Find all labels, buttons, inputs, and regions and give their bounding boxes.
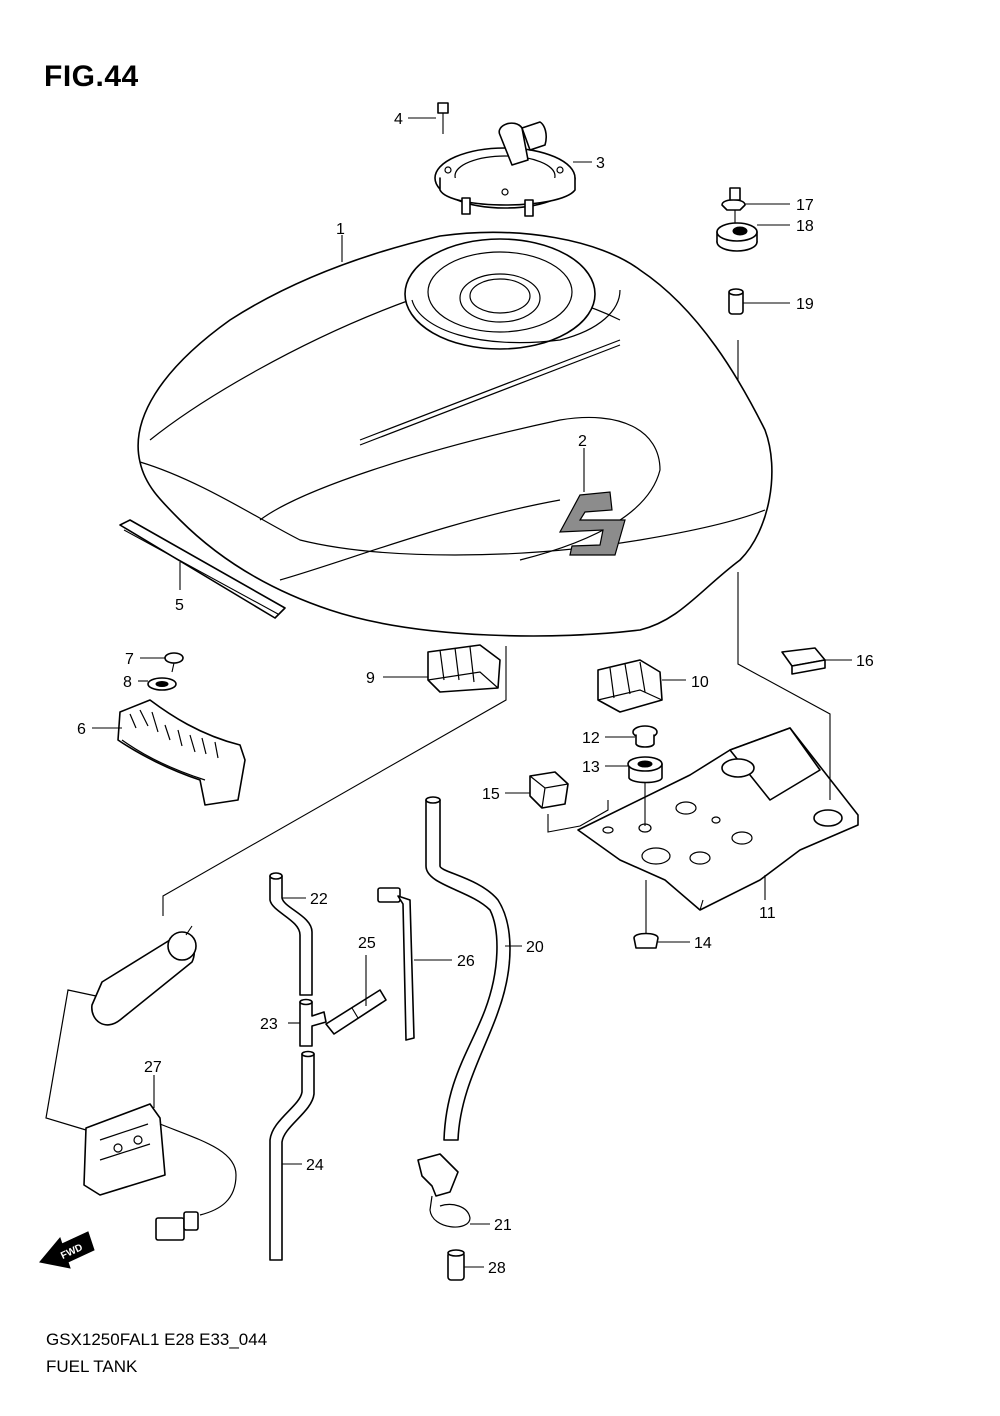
hose-clamp[interactable] (417, 1153, 471, 1228)
breather-hose-upper[interactable] (269, 872, 313, 996)
connector-pipe[interactable] (325, 989, 387, 1035)
callout-9[interactable]: 9 (366, 670, 375, 687)
fwd-direction-arrow: FWD (39, 1231, 95, 1269)
fuel-level-sender[interactable] (45, 925, 237, 1241)
callout-4[interactable]: 4 (394, 111, 403, 128)
callout-11[interactable]: 11 (759, 905, 776, 922)
callout-21[interactable]: 21 (494, 1217, 512, 1234)
callout-24[interactable]: 24 (306, 1157, 324, 1174)
cap-screw[interactable] (437, 102, 449, 134)
callout-19[interactable]: 19 (796, 296, 814, 313)
bracket-washer[interactable] (147, 677, 177, 691)
callout-1[interactable]: 1 (336, 221, 345, 238)
cushion-block-front[interactable] (427, 644, 501, 693)
collar[interactable] (728, 288, 744, 315)
fuel-tank-body[interactable] (137, 231, 773, 637)
rear-bracket-plate[interactable] (577, 727, 859, 911)
callout-5[interactable]: 5 (175, 597, 184, 614)
callout-3[interactable]: 3 (596, 155, 605, 172)
callout-6[interactable]: 6 (77, 721, 86, 738)
cushion-cap[interactable] (529, 771, 569, 809)
cushion-pad[interactable] (781, 647, 826, 675)
callout-25[interactable]: 25 (358, 935, 376, 952)
bracket-screw[interactable] (164, 652, 184, 673)
fuel-cap[interactable] (434, 121, 576, 217)
figure-title: FIG.44 (44, 60, 139, 93)
callout-12[interactable]: 12 (582, 730, 600, 747)
callout-15[interactable]: 15 (482, 786, 500, 803)
tank-bracket[interactable] (117, 699, 246, 806)
callout-17[interactable]: 17 (796, 197, 814, 214)
rubber-mount[interactable] (716, 222, 758, 252)
bracket-collar[interactable] (632, 725, 658, 748)
mount-bolt[interactable] (721, 187, 746, 224)
tank-emblem[interactable] (558, 491, 626, 556)
drain-hose-long[interactable] (425, 796, 511, 1141)
callout-23[interactable]: 23 (260, 1016, 278, 1033)
callout-28[interactable]: 28 (488, 1260, 506, 1277)
figure-name: FUEL TANK (46, 1357, 138, 1376)
callout-18[interactable]: 18 (796, 218, 814, 235)
plate-bolt[interactable] (633, 918, 659, 949)
trim-strip[interactable] (119, 519, 286, 619)
breather-hose-lower[interactable] (269, 1050, 315, 1261)
bracket-grommet[interactable] (627, 756, 663, 784)
callout-2[interactable]: 2 (578, 433, 587, 450)
cushion-block-rear[interactable] (597, 659, 663, 713)
callout-20[interactable]: 20 (526, 939, 544, 956)
callout-7[interactable]: 7 (125, 651, 134, 668)
hose-plug[interactable] (447, 1249, 465, 1281)
callout-13[interactable]: 13 (582, 759, 600, 776)
callout-16[interactable]: 16 (856, 653, 874, 670)
t-joint[interactable] (299, 998, 327, 1047)
callout-numbers: 1 2 3 4 5 6 7 8 9 10 11 12 13 14 15 16 1… (77, 111, 874, 1277)
callout-8[interactable]: 8 (123, 674, 132, 691)
vent-tube[interactable] (377, 887, 415, 1041)
callout-10[interactable]: 10 (691, 674, 709, 691)
leader-lines (92, 117, 852, 1268)
callout-26[interactable]: 26 (457, 953, 475, 970)
callout-22[interactable]: 22 (310, 891, 328, 908)
model-code: GSX1250FAL1 E28 E33_044 (46, 1330, 268, 1349)
callout-27[interactable]: 27 (144, 1059, 162, 1076)
callout-14[interactable]: 14 (694, 935, 712, 952)
